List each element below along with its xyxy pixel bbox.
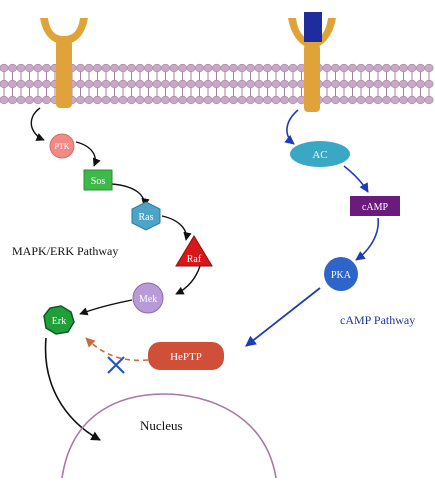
node-pka-label: PKA — [331, 270, 352, 281]
arrow-receptor-to-ac — [284, 109, 299, 145]
arrow-receptor-to-ptk — [30, 107, 45, 141]
arrow-mek-to-erk — [79, 299, 133, 316]
arrow-ras-to-raf — [161, 215, 192, 241]
camp-pathway-label: cAMP Pathway — [340, 313, 415, 327]
node-erk: Erk — [43, 305, 75, 335]
camp-receptor — [288, 18, 336, 112]
node-sos: Sos — [83, 169, 113, 191]
arrow-erk-to-nucleus — [44, 337, 101, 441]
node-sos-label: Sos — [91, 176, 106, 187]
arrow-pka-to-heptp — [245, 287, 321, 347]
ligand — [304, 12, 322, 42]
node-raf-label: Raf — [187, 254, 202, 265]
node-erk-label: Erk — [52, 316, 66, 327]
node-raf: Raf — [175, 235, 213, 267]
blocked-x-icon — [107, 356, 125, 374]
node-ac-label: AC — [312, 149, 327, 161]
node-camp-label: cAMP — [362, 202, 389, 213]
cell-membrane — [0, 63, 435, 105]
node-heptp: HePTP — [148, 342, 224, 370]
node-ras-label: Ras — [139, 212, 154, 223]
node-mek: Mek — [132, 282, 164, 314]
mapk-receptor — [40, 18, 88, 108]
node-ptk: PTK — [49, 133, 75, 159]
arrow-raf-to-mek — [175, 265, 201, 295]
node-heptp-label: HePTP — [170, 351, 202, 363]
node-camp: cAMP — [350, 196, 400, 216]
node-pka: PKA — [324, 257, 358, 291]
mapk-pathway-label: MAPK/ERK Pathway — [12, 244, 118, 258]
arrow-camp-to-pka — [355, 217, 380, 261]
node-ptk-label: PTK — [54, 142, 69, 151]
arrow-ac-to-camp — [343, 165, 369, 193]
nucleus-membrane — [61, 393, 277, 479]
arrow-ptk-to-sos — [75, 141, 101, 167]
arrow-sos-to-ras — [111, 183, 150, 207]
arrow-heptp-to-erk — [85, 337, 149, 362]
node-ac: AC — [290, 141, 350, 167]
node-mek-label: Mek — [139, 294, 157, 305]
node-ras: Ras — [131, 201, 161, 231]
nucleus-label: Nucleus — [140, 418, 183, 433]
